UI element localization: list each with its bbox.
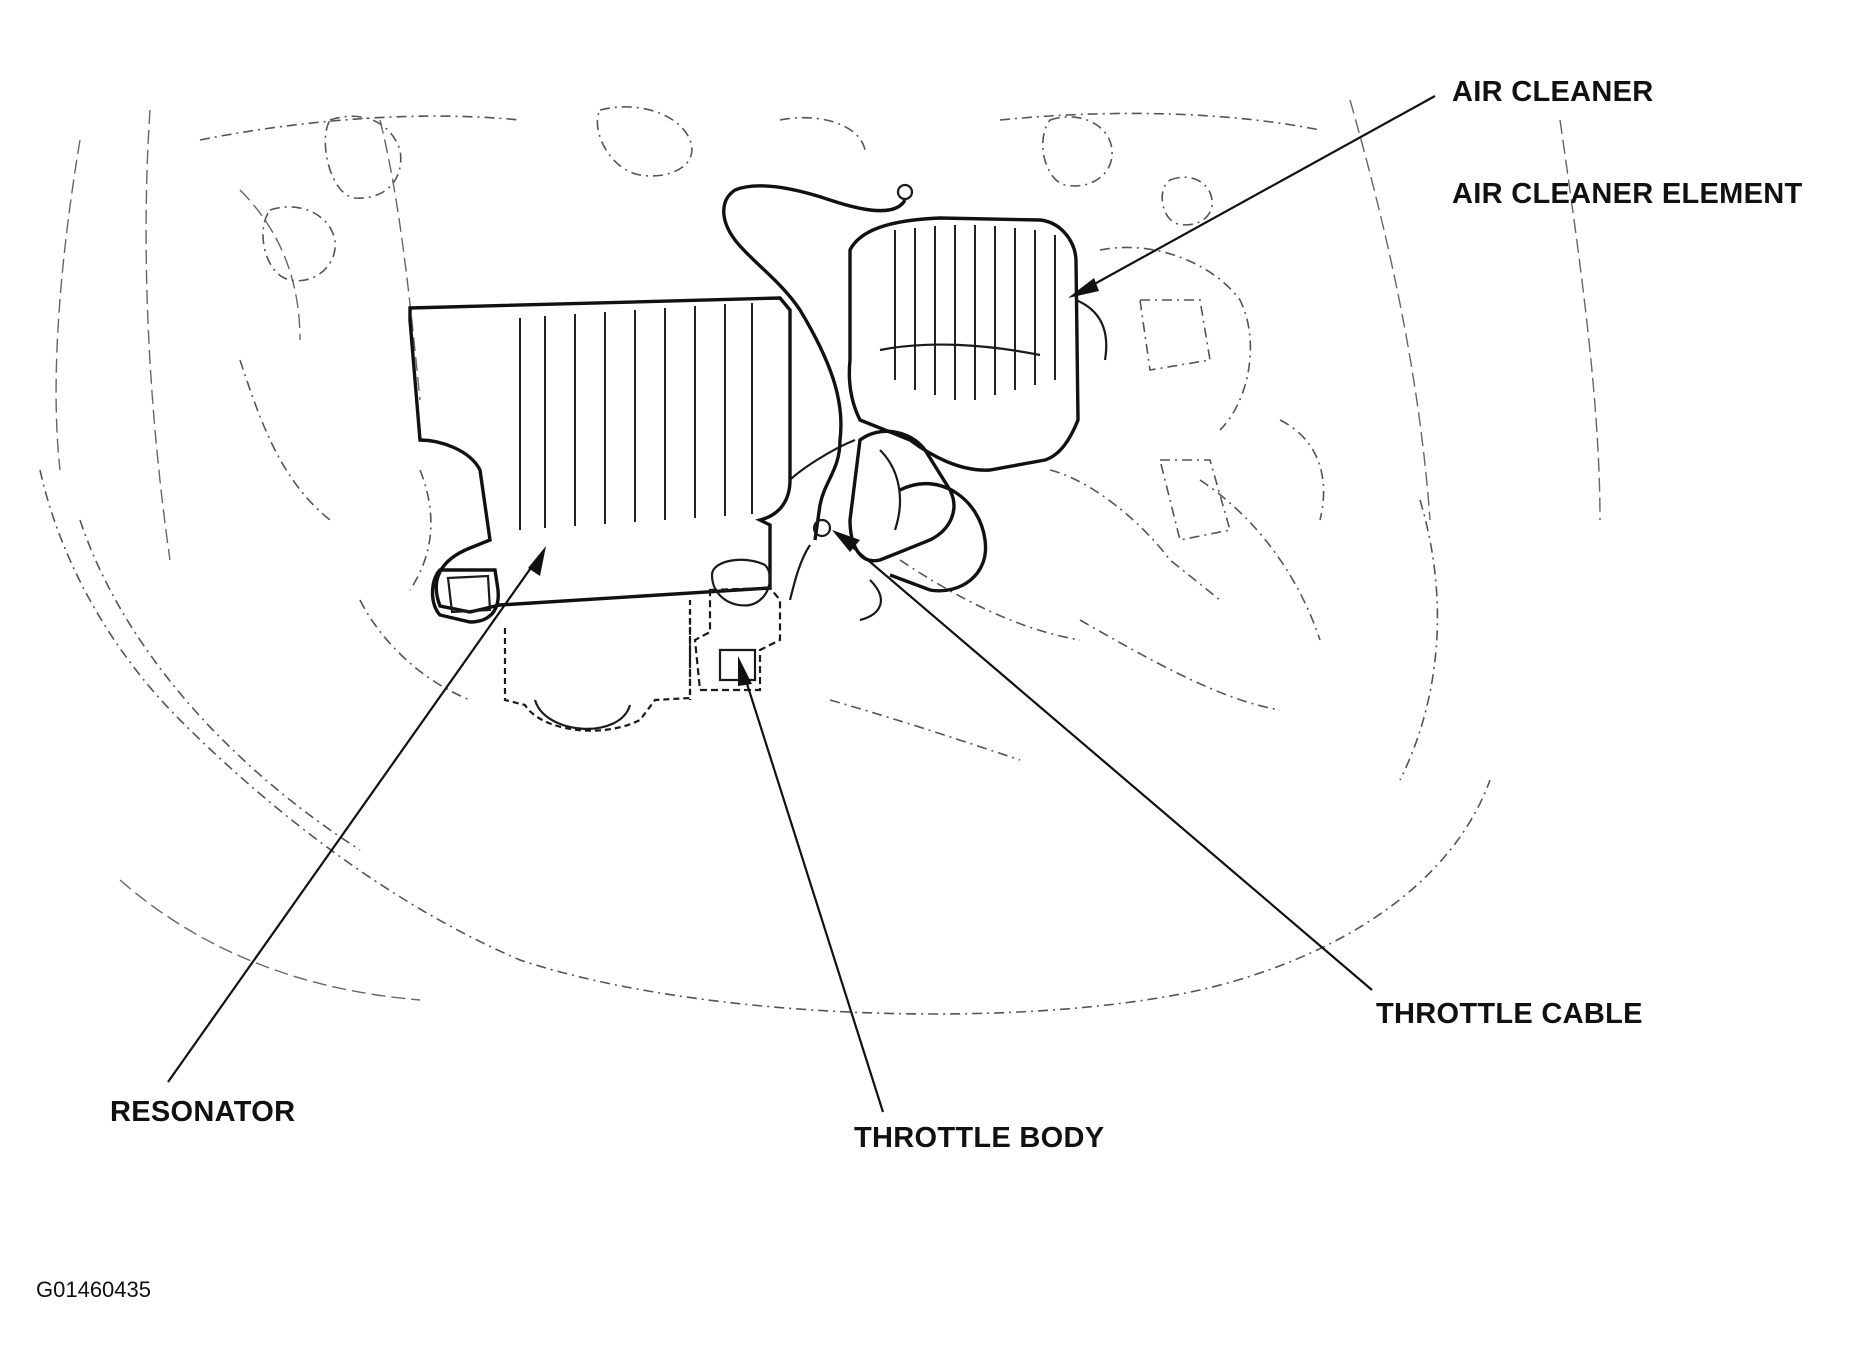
- callout-air-cleaner: AIR CLEANER: [1452, 76, 1654, 108]
- air-cleaner-part: [847, 216, 1108, 472]
- compartment-outline: [39, 99, 1601, 1015]
- callout-throttle-body: THROTTLE BODY: [854, 1122, 1105, 1154]
- throttle-body-part: [688, 558, 782, 700]
- callout-air-cleaner-element: AIR CLEANER ELEMENT: [1452, 178, 1803, 210]
- resonator-part: [408, 296, 792, 732]
- leader-lines: [167, 95, 1436, 1113]
- callout-resonator: RESONATOR: [110, 1096, 296, 1128]
- figure-id: G01460435: [36, 1277, 151, 1302]
- intake-duct-part: [789, 429, 988, 622]
- callout-throttle-cable: THROTTLE CABLE: [1376, 998, 1643, 1030]
- throttle-cable-part: [722, 183, 914, 601]
